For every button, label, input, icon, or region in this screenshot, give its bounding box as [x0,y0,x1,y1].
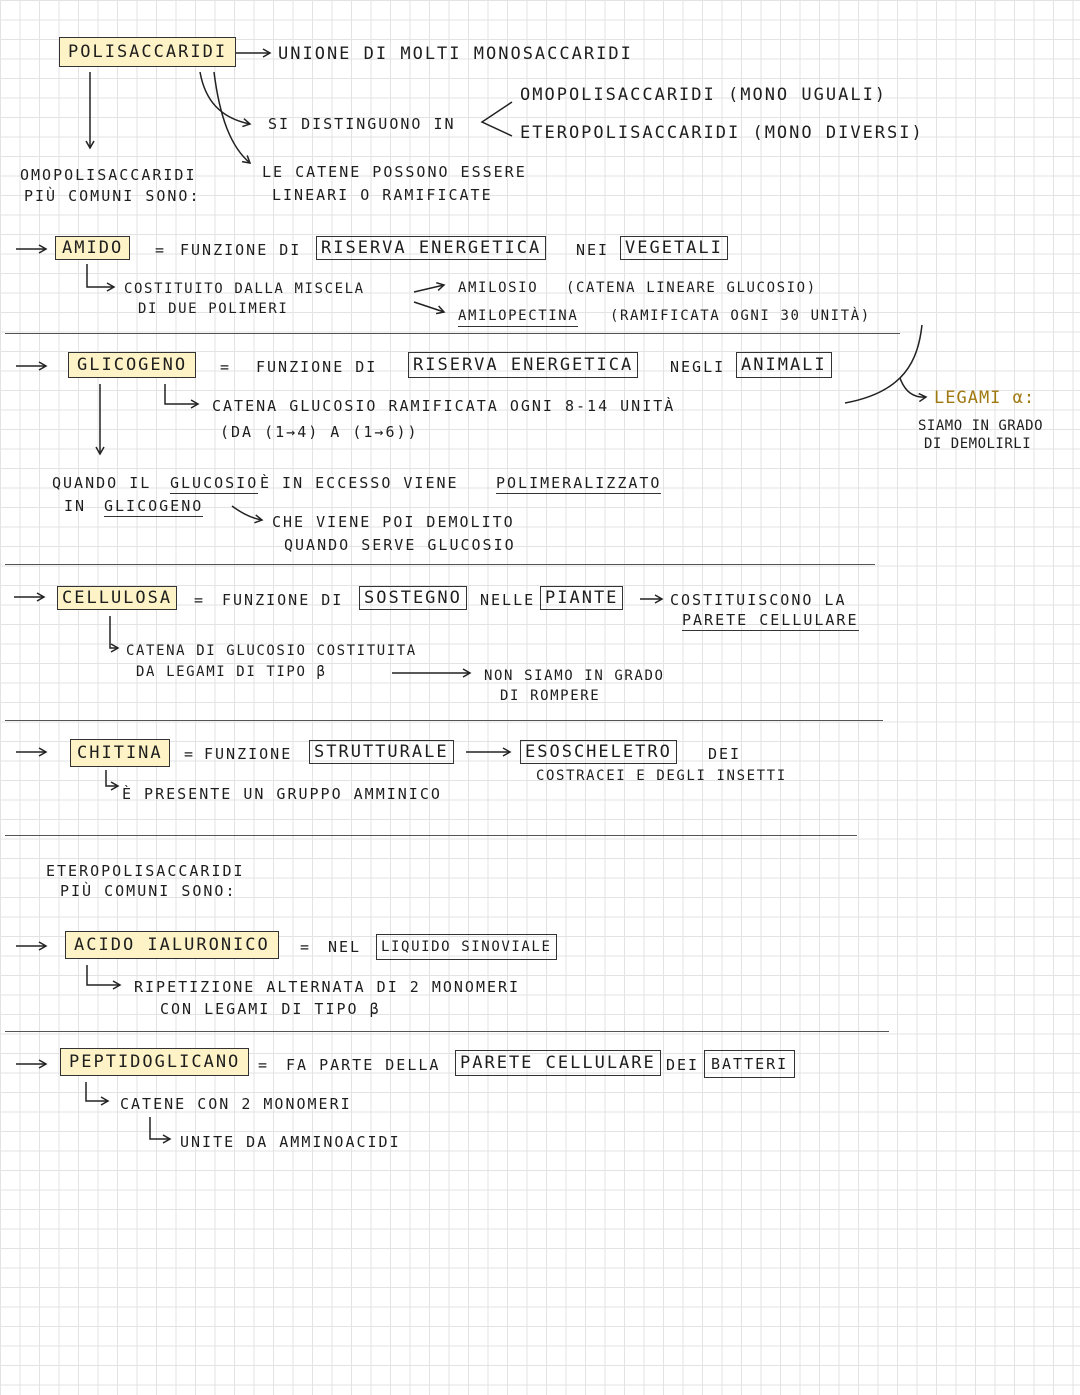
peptido-name: PEPTIDOGLICANO [60,1048,250,1076]
acido-nel: NEL [328,938,362,956]
cellulosa-funzione: FUNZIONE DI [222,591,344,609]
amido-eq: = [155,241,167,259]
cellulosa-note-1: NON SIAMO IN GRADO [484,668,665,684]
peptido-desc-1: CATENE CON 2 MONOMERI [120,1095,352,1113]
cellulosa-role: SOSTEGNO [359,586,467,610]
poli-omo: OMOPOLISACCARIDI (MONO UGUALI) [520,85,888,105]
amido-role: RISERVA ENERGETICA [316,236,547,260]
glicogeno-excess-in: IN [64,497,87,515]
peptido-fa-parte: FA PARTE DELLA [286,1056,441,1074]
cellulosa-note-2: DI ROMPERE [500,688,601,704]
peptido-who: BATTERI [704,1050,796,1078]
cellulosa-eq: = [194,591,206,609]
etero-heading-line2: PIÙ COMUNI SONO: [60,882,237,900]
cellulosa-result-1: COSTITUISCONO LA [670,591,847,609]
chitina-eq: = [184,745,196,763]
chitina-role: STRUTTURALE [309,740,454,764]
divider-5 [5,1031,889,1032]
glicogeno-role: RISERVA ENERGETICA [408,352,639,378]
cellulosa-where: PIANTE [540,586,624,610]
glicogeno-excess-mid: È IN ECCESSO VIENE [260,474,459,492]
glicogeno-demolito-1: CHE VIENE POI DEMOLITO [272,513,515,531]
cellulosa-desc-1: CATENA DI GLUCOSIO COSTITUITA [126,643,417,659]
amido-nei: NEI [576,241,610,259]
acido-desc-2: CON LEGAMI DI TIPO β [160,1000,381,1018]
chitina-desc: È PRESENTE UN GRUPPO AMMINICO [122,785,442,803]
poli-title: POLISACCARIDI [59,37,237,67]
acido-where: LIQUIDO SINOVIALE [376,934,557,960]
peptido-eq: = [258,1056,270,1074]
amido-poly1-name: AMILOSIO [458,280,539,296]
acido-eq: = [300,938,312,956]
legami-alpha-line1: SIAMO IN GRADO [918,418,1044,434]
amido-poly2-desc: (RAMIFICATA OGNI 30 UNITÀ) [610,308,871,324]
acido-desc-1: RIPETIZIONE ALTERNATA DI 2 MONOMERI [134,978,521,996]
peptido-dei: DEI [666,1056,700,1074]
poli-chains-2: LINEARI O RAMIFICATE [272,186,493,204]
cellulosa-result-2: PARETE CELLULARE [682,611,859,631]
acido-name: ACIDO IALURONICO [65,931,279,959]
glicogeno-desc-2: (DA (1→4) A (1→6)) [220,423,419,441]
cellulosa-desc-2: DA LEGAMI DI TIPO β [136,664,327,680]
omo-heading-line1: OMOPOLISACCARIDI [20,166,197,184]
glicogeno-funzione: FUNZIONE DI [256,358,378,376]
amido-poly2-name: AMILOPECTINA [458,306,579,327]
omo-heading-line2: PIÙ COMUNI SONO: [24,187,201,205]
amido-poly1-desc: (CATENA LINEARE GLUCOSIO) [566,280,817,296]
amido-desc-1: COSTITUITO DALLA MISCELA [124,281,365,297]
glicogeno-excess-pre: QUANDO IL [52,474,152,492]
etero-heading-line1: ETEROPOLISACCARIDI [46,862,245,880]
divider-2 [5,564,875,565]
glicogeno-excess-poli: POLIMERALIZZATO [496,474,662,494]
glicogeno-desc-1: CATENA GLUCOSIO RAMIFICATA OGNI 8-14 UNI… [212,397,676,415]
amido-name: AMIDO [55,236,131,260]
divider-3 [5,720,883,721]
glicogeno-excess-glucosio: GLUCOSIO [170,474,259,494]
amido-funzione: FUNZIONE DI [180,241,302,259]
chitina-result-2: COSTRACEI E DEGLI INSETTI [536,768,787,784]
glicogeno-name: GLICOGENO [68,352,197,378]
chitina-result: ESOSCHELETRO [520,740,677,764]
chitina-name: CHITINA [70,739,170,767]
glicogeno-negli: NEGLI [670,358,726,376]
cellulosa-nelle: NELLE [480,591,536,609]
peptido-desc-2: UNITE DA AMMINOACIDI [180,1133,401,1151]
glicogeno-excess-glicogeno: GLICOGENO [104,497,204,517]
glicogeno-eq: = [220,358,232,376]
poli-def: UNIONE DI MOLTI MONOSACCARIDI [278,44,633,64]
poli-chains-1: LE CATENE POSSONO ESSERE [262,163,527,181]
legami-alpha-line2: DI DEMOLIRLI [924,436,1032,452]
cellulosa-name: CELLULOSA [57,586,178,610]
legami-alpha-title: LEGAMI α: [934,388,1036,408]
amido-where: VEGETALI [620,236,728,260]
glicogeno-demolito-2: QUANDO SERVE GLUCOSIO [284,536,516,554]
divider-1 [5,333,900,334]
glicogeno-where: ANIMALI [736,352,832,378]
poli-distinguish: SI DISTINGUONO IN [268,115,456,133]
poli-etero: ETEROPOLISACCARIDI (MONO DIVERSI) [520,123,924,143]
peptido-where: PARETE CELLULARE [455,1050,661,1076]
amido-desc-2: DI DUE POLIMERI [138,301,289,317]
divider-4 [5,835,857,836]
chitina-result-dei: DEI [708,745,742,763]
chitina-funzione: FUNZIONE [204,745,293,763]
